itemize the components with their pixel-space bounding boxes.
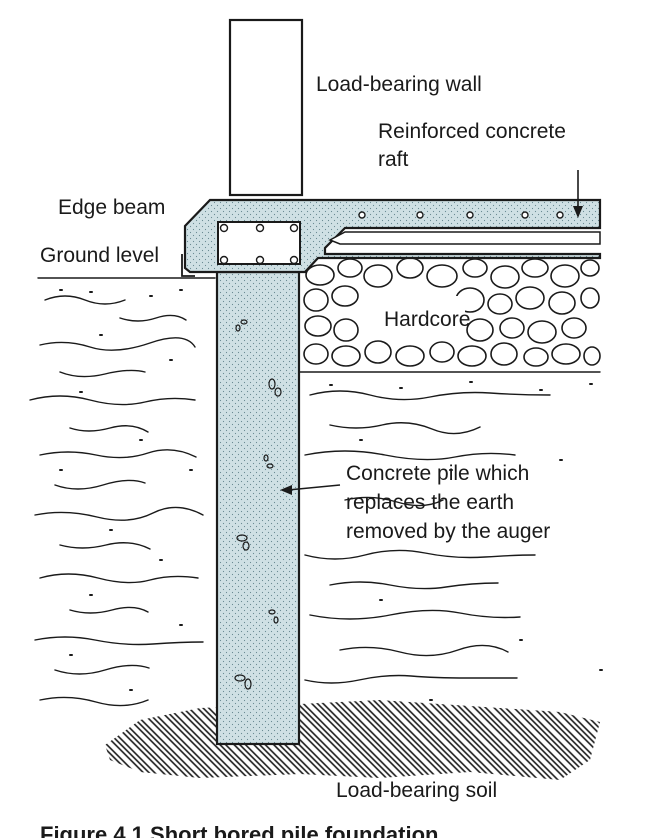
label-reinforced-concrete: Reinforced concrete	[378, 120, 566, 143]
hardcore-stones	[302, 254, 601, 368]
soil-texture	[29, 277, 603, 747]
leader-lines	[280, 170, 583, 495]
label-raft: raft	[378, 148, 409, 171]
ground-level-step	[181, 254, 195, 277]
load-bearing-wall-block	[228, 18, 304, 197]
label-load-bearing-soil: Load-bearing soil	[336, 779, 497, 802]
damp-proof-membrane	[328, 231, 601, 245]
label-pile-line2: replaces the earth	[346, 491, 514, 514]
label-ground-level: Ground level	[40, 244, 159, 267]
label-pile-line1: Concrete pile which	[346, 462, 529, 485]
label-hardcore: Hardcore	[384, 308, 470, 331]
label-edge-beam: Edge beam	[58, 196, 165, 219]
concrete-pile	[215, 270, 301, 746]
label-load-bearing-wall: Load-bearing wall	[316, 73, 482, 96]
pile-aggregate	[234, 319, 282, 690]
figure-caption: Figure 4.1 Short bored pile foundation	[40, 822, 438, 838]
rebar-dots	[219, 211, 564, 265]
load-bearing-soil-hatch	[105, 700, 600, 780]
label-pile-line3: removed by the auger	[346, 520, 550, 543]
